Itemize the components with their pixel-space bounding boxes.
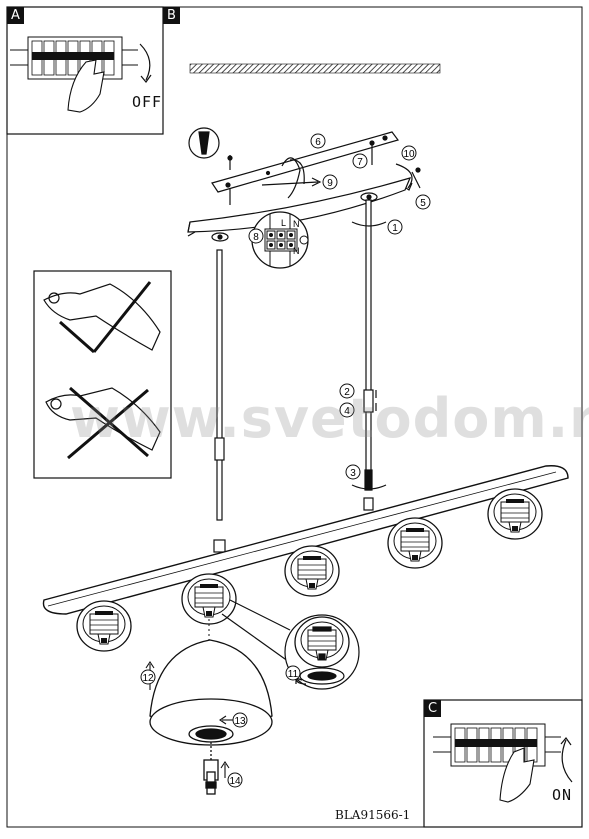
step-marker: 12 bbox=[140, 669, 156, 685]
svg-text:11: 11 bbox=[288, 669, 299, 680]
step-markers: 1 2 3 4 5 6 7 8 9 10 11 12 13 14 bbox=[140, 133, 431, 788]
svg-text:8: 8 bbox=[253, 232, 259, 243]
svg-text:4: 4 bbox=[344, 406, 350, 417]
svg-text:9: 9 bbox=[327, 178, 333, 189]
step-marker: 10 bbox=[401, 145, 417, 161]
svg-text:14: 14 bbox=[229, 776, 241, 787]
svg-text:7: 7 bbox=[357, 157, 363, 168]
terminal-label-n-bottom: N bbox=[293, 246, 300, 256]
svg-text:10: 10 bbox=[403, 149, 415, 160]
panel-c-switch-on bbox=[423, 699, 583, 828]
lamp-socket bbox=[76, 600, 132, 652]
svg-text:3: 3 bbox=[350, 468, 356, 479]
step-marker: 6 bbox=[310, 133, 326, 149]
panel-c-label: C bbox=[424, 700, 441, 717]
drill-icon bbox=[188, 127, 220, 159]
svg-text:1: 1 bbox=[392, 223, 398, 234]
panel-a-switch-off bbox=[6, 6, 164, 135]
lamp-socket bbox=[284, 545, 340, 597]
svg-text:6: 6 bbox=[315, 137, 321, 148]
svg-text:5: 5 bbox=[420, 198, 426, 209]
svg-text:12: 12 bbox=[142, 673, 154, 684]
step-marker: 5 bbox=[415, 194, 431, 210]
lamp-socket bbox=[181, 573, 237, 625]
step-marker: 14 bbox=[227, 772, 243, 788]
svg-text:13: 13 bbox=[234, 716, 246, 727]
breaker-box-icon bbox=[432, 723, 562, 767]
step-marker: 7 bbox=[352, 153, 368, 169]
step-marker: 4 bbox=[339, 402, 355, 418]
lamp-socket bbox=[487, 488, 543, 540]
ceiling-hatch bbox=[189, 63, 441, 74]
hand-icon bbox=[67, 59, 105, 113]
socket-detail bbox=[221, 599, 360, 690]
panel-b-header bbox=[163, 7, 441, 74]
step-marker: 1 bbox=[387, 219, 403, 235]
lamp-socket bbox=[387, 517, 443, 569]
step-marker: 13 bbox=[232, 712, 248, 728]
sheet-border bbox=[6, 6, 583, 828]
svg-text:2: 2 bbox=[344, 387, 350, 398]
panel-b-label: B bbox=[163, 7, 180, 24]
step-marker: 3 bbox=[345, 464, 361, 480]
step-marker: 8 bbox=[248, 228, 264, 244]
earth-icon bbox=[299, 235, 309, 245]
terminal-block-detail: N L N bbox=[251, 211, 309, 269]
hand-icon bbox=[499, 747, 535, 803]
step-marker: 9 bbox=[322, 174, 338, 190]
document-code: BLA91566-1 bbox=[335, 808, 411, 822]
rotate-arrow-icon bbox=[139, 43, 151, 81]
panel-a-label: A bbox=[7, 7, 24, 24]
switch-state-on: ON bbox=[552, 786, 573, 804]
ceiling-bracket-assembly bbox=[187, 127, 421, 242]
rotate-arrow-icon bbox=[561, 739, 573, 783]
glass-shade bbox=[149, 639, 273, 795]
step-marker: 11 bbox=[285, 665, 301, 681]
step-marker: 2 bbox=[339, 383, 355, 399]
light-bar bbox=[42, 465, 569, 615]
terminal-label-n-top: N bbox=[293, 219, 300, 229]
warning-do-not-touch-bulb bbox=[33, 270, 172, 479]
switch-state-off: OFF bbox=[132, 93, 163, 111]
terminal-label-l: L bbox=[281, 218, 286, 228]
suspension-rods bbox=[213, 199, 387, 553]
breaker-box-icon bbox=[9, 36, 139, 80]
